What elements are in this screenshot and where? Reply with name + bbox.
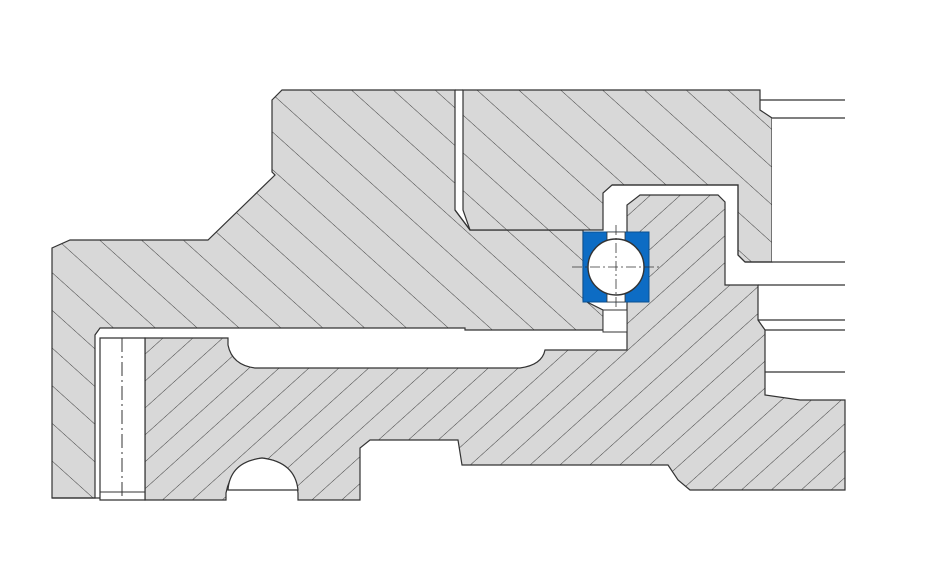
right-bore — [772, 110, 845, 262]
lower-seal — [602, 309, 628, 333]
seal-groove — [227, 457, 299, 491]
